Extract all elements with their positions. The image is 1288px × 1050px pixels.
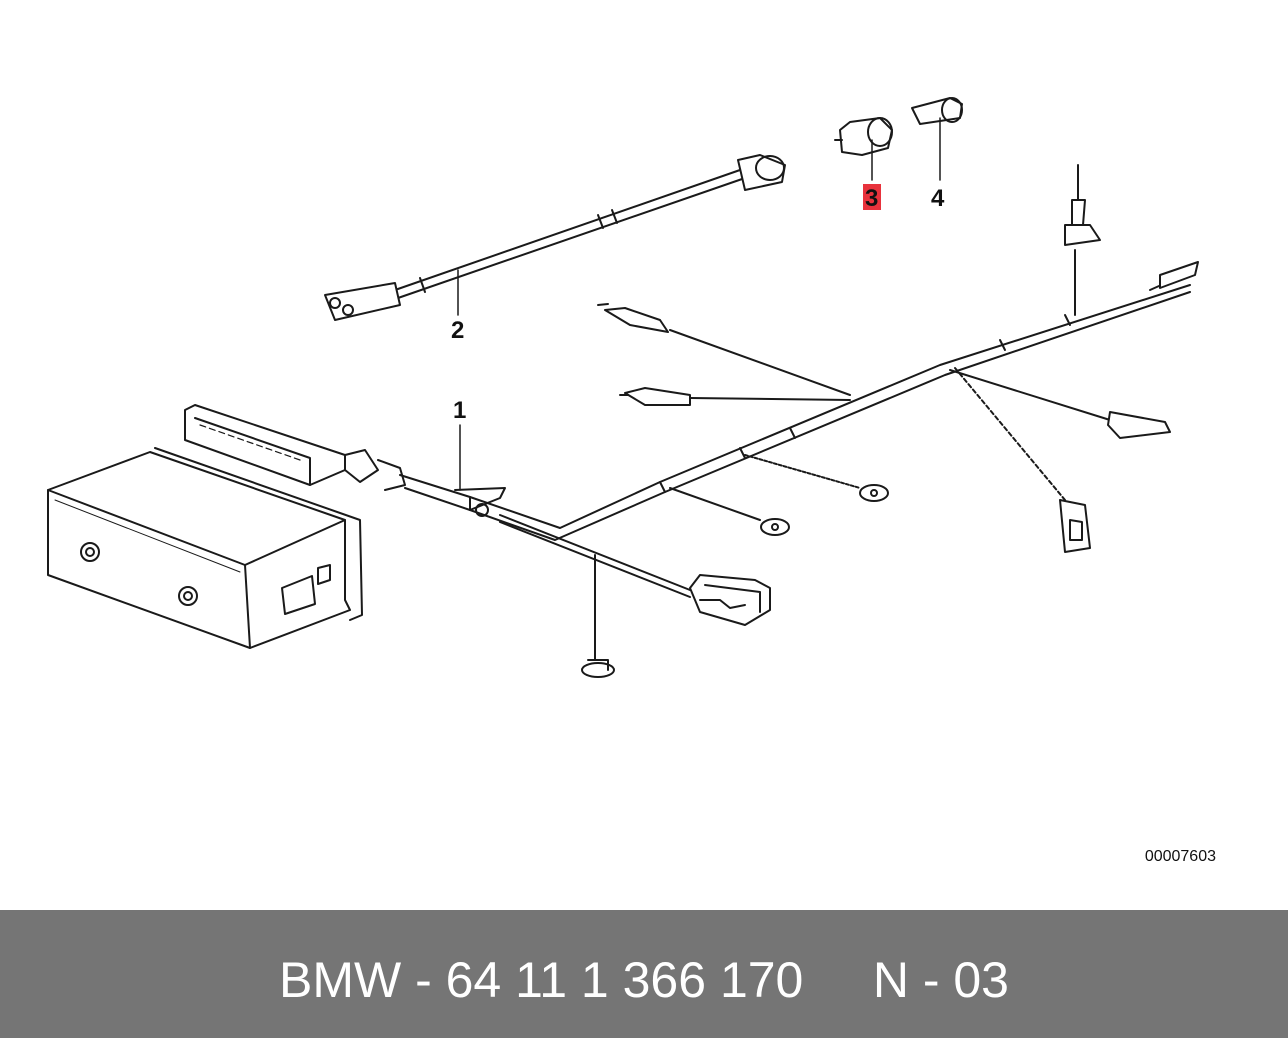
leader-lines <box>457 117 941 491</box>
bulb-4 <box>911 97 963 125</box>
part-number-banner: BMW - 64 11 1 366 170 N - 03 <box>0 910 1288 1038</box>
callout-3-highlight <box>863 184 881 210</box>
callout-3: 3 <box>865 185 878 212</box>
ring-terminals <box>669 454 889 536</box>
part-number-text: BMW - 64 11 1 366 170 N - 03 <box>279 952 1009 1008</box>
reference-number: 00007603 <box>1144 848 1216 865</box>
control-unit <box>47 447 363 649</box>
main-wire-trunk <box>399 284 1191 541</box>
left-sensor-branches <box>597 303 851 406</box>
cable-assembly-2 <box>324 154 786 321</box>
callout-1: 1 <box>453 397 466 424</box>
callout-2: 2 <box>451 317 464 344</box>
right-branches <box>949 164 1199 553</box>
lower-branch <box>499 514 771 678</box>
parts-diagram: 1 2 3 4 00007603 <box>47 97 1216 865</box>
bulb-socket-3 <box>834 117 893 156</box>
multi-pin-connector <box>184 404 406 491</box>
diagram-drawing: 1 2 3 4 <box>47 97 1199 678</box>
callout-4: 4 <box>931 185 945 212</box>
